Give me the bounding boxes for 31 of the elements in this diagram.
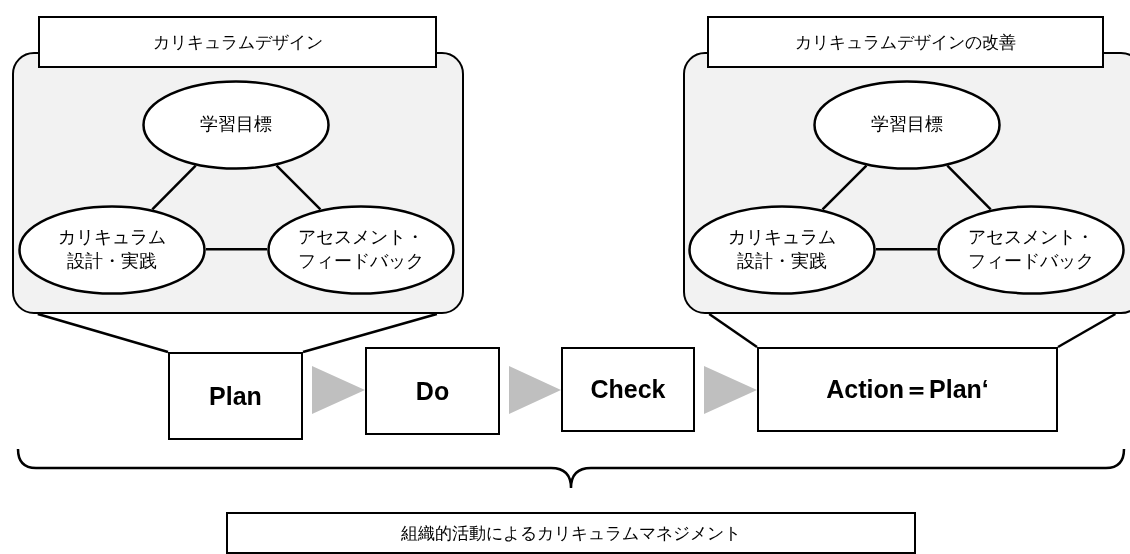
connector-line	[821, 164, 868, 211]
heading-box: カリキュラムデザイン	[38, 16, 437, 68]
oval	[936, 204, 1125, 295]
connector-line	[275, 164, 322, 211]
oval-label: アセスメント・フィードバック	[966, 226, 1095, 273]
connector-line	[151, 164, 197, 211]
phase-box: Action＝Plan‘	[757, 347, 1058, 432]
zoom-line	[1057, 312, 1117, 349]
oval	[141, 79, 330, 170]
heading-box: カリキュラムデザインの改善	[707, 16, 1104, 68]
rounded-panel	[683, 52, 1130, 314]
zoom-line	[708, 312, 758, 349]
connector-line	[876, 248, 937, 251]
oval	[17, 204, 206, 295]
oval	[812, 79, 1001, 170]
zoom-line	[302, 312, 438, 354]
label-box: 組織的活動によるカリキュラムマネジメント	[226, 512, 916, 554]
zoom-line	[37, 312, 169, 354]
rounded-panel	[12, 52, 464, 314]
oval-label: アセスメント・フィードバック	[296, 226, 425, 273]
oval-label: カリキュラム設計・実践	[726, 226, 837, 273]
oval	[266, 204, 455, 295]
oval	[687, 204, 876, 295]
oval-label: 学習目標	[869, 112, 944, 136]
phase-box: Do	[365, 347, 500, 435]
phase-box: Check	[561, 347, 695, 432]
connector-line	[946, 164, 992, 211]
oval-label: 学習目標	[198, 112, 273, 136]
connector-line	[206, 248, 267, 251]
phase-box: Plan	[168, 352, 303, 440]
oval-label: カリキュラム設計・実践	[56, 226, 167, 273]
